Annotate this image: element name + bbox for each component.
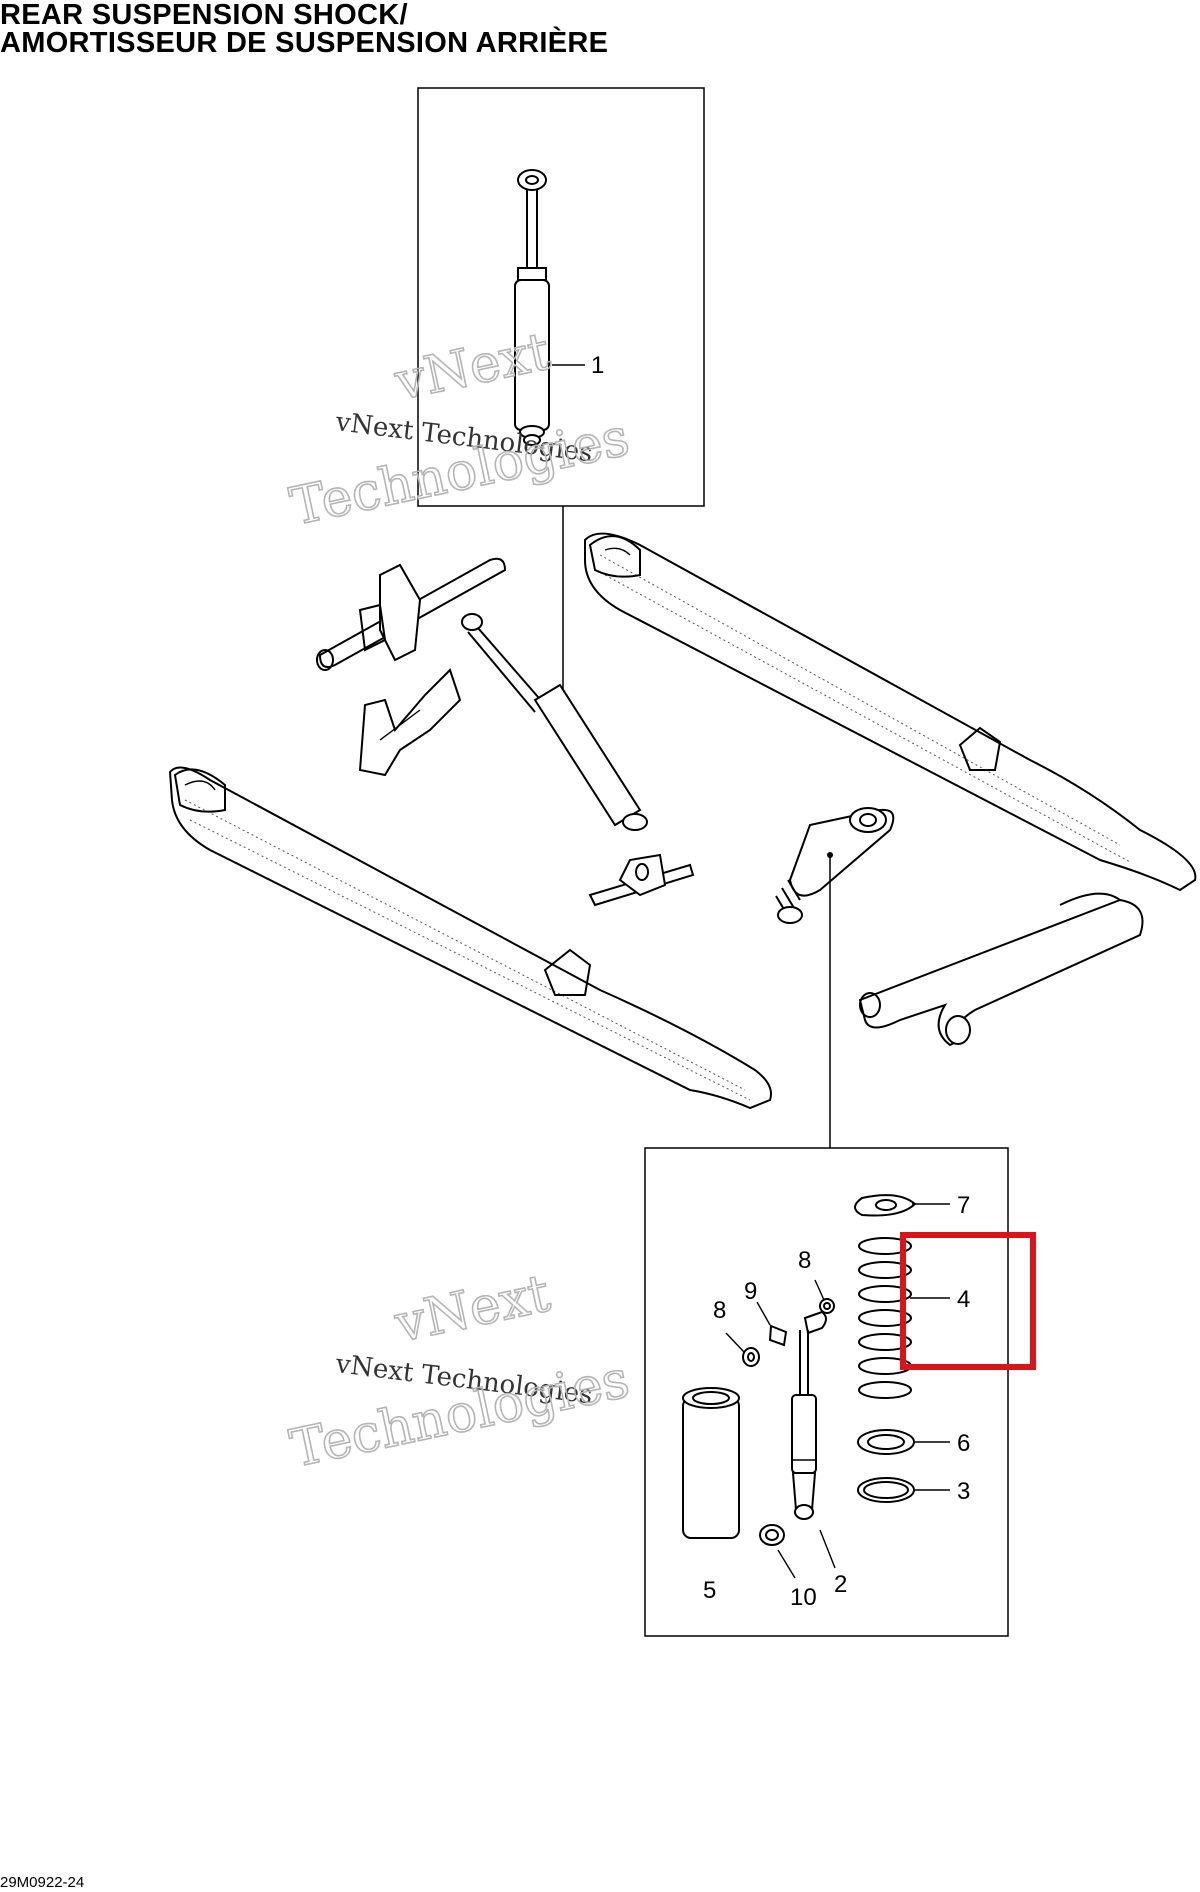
diagram-title-line-2: AMORTISSEUR DE SUSPENSION ARRIÈRE [0,27,609,59]
callout-leader-10 [777,1549,796,1579]
detail-box-rear-shock [644,1147,1009,1637]
callout-leader-2 [819,1529,836,1569]
callout-leader-8-left [725,1332,745,1353]
part-7-spring-stopper [854,1194,917,1217]
highlight-box-part-4 [900,1232,1036,1370]
leader-dot-rear-shock [827,852,833,858]
part-3-washer [857,1477,915,1503]
detail-box-front-shock [417,87,705,507]
front-shock-assembled [461,613,648,831]
part-6-retaining-ring [857,1429,915,1455]
center-mount [588,853,695,907]
callout-5: 5 [703,1577,716,1604]
part-8-bushing-upper [819,1298,835,1314]
left-slide-rail [168,766,772,1110]
callout-4: 4 [957,1286,970,1313]
callout-2: 2 [834,1571,847,1598]
callout-7: 7 [957,1192,970,1219]
front-arm-bracket [316,557,507,671]
callout-3: 3 [957,1478,970,1505]
part-10-sleeve [759,1524,785,1546]
front-lower-bracket [358,668,462,777]
part-5-shock-boot [682,1387,740,1539]
callout-8-left: 8 [713,1297,726,1324]
part-9-pin [768,1324,788,1347]
callout-8-upper: 8 [798,1247,811,1274]
callout-1: 1 [591,352,604,379]
callout-leader-9 [756,1301,771,1326]
diagram-title-line-1: REAR SUSPENSION SHOCK/ [0,0,408,31]
callout-leader-8-upper [814,1279,825,1301]
callout-10: 10 [790,1584,817,1611]
front-shock-part-1 [514,169,550,446]
part-2-shock-body [791,1310,827,1520]
drawing-reference-number: 29M0922-24 [0,1874,85,1891]
rear-shock-assembled [775,807,895,924]
part-8-bushing-left [742,1347,760,1367]
right-slide-rail [584,532,1197,892]
watermark-lower-big-1: vNext [389,1264,555,1355]
callout-6: 6 [957,1430,970,1457]
part-4-spring [858,1237,912,1399]
watermark-lower: vNext Technologies vNext Technologies [284,1263,635,1481]
callout-9: 9 [744,1278,757,1305]
rear-arm [858,892,1144,1047]
